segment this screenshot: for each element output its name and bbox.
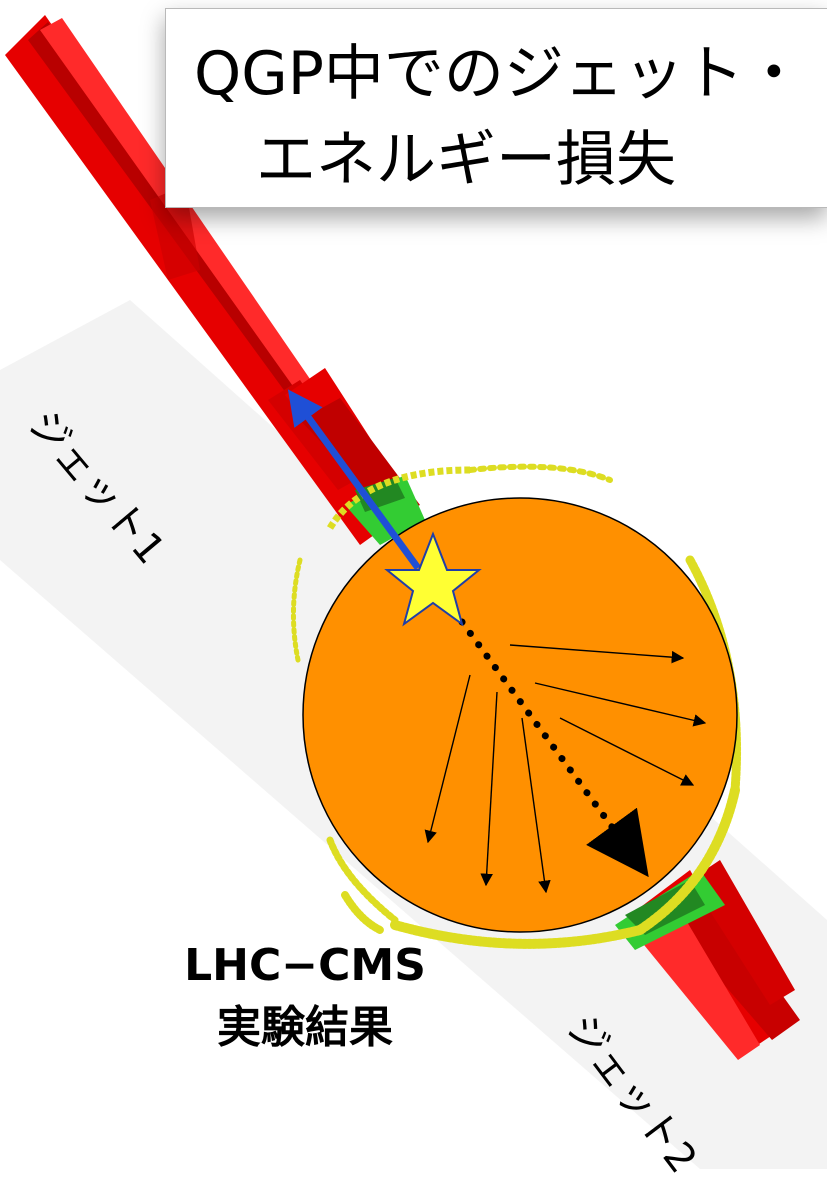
star-icon — [384, 531, 482, 627]
experiment-label-line-2: 実験結果 — [217, 1002, 393, 1053]
title-line-1: QGP中でのジェット・ — [194, 39, 804, 109]
radiation-arrows — [424, 644, 707, 894]
experiment-label-line-1: LHC−CMS — [184, 940, 426, 991]
title-box: QGP中でのジェット・ エネルギー損失 — [165, 8, 827, 208]
quenched-jet-arrow — [458, 618, 649, 878]
leading-jet-arrow — [287, 389, 421, 571]
title-line-2: エネルギー損失 — [256, 125, 676, 195]
